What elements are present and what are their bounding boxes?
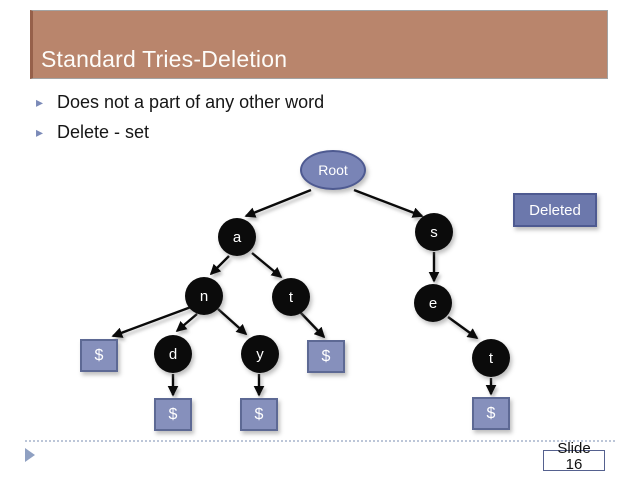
edge-root-a xyxy=(244,188,312,218)
trie-node-e: e xyxy=(414,284,452,322)
edge-a-n xyxy=(209,255,230,276)
deleted-label-box: Deleted xyxy=(513,193,597,227)
bullet-item: ▸ Delete - set xyxy=(36,117,324,147)
bullet-text: Does not a part of any other word xyxy=(57,91,325,112)
edge-n-d xyxy=(175,313,198,333)
bullet-item: ▸ Does not a part of any other word xyxy=(36,87,324,117)
trie-node-a: a xyxy=(218,218,256,256)
slide-title-bar: Standard Tries-Deletion xyxy=(30,10,608,79)
slide-number-value: 16 xyxy=(565,456,583,473)
trie-terminal-node: $ xyxy=(154,398,192,431)
edge-t-dollar xyxy=(299,311,326,339)
trie-terminal-node: $ xyxy=(472,397,510,430)
edge-n-y xyxy=(217,308,248,336)
trie-terminal-node: $ xyxy=(307,340,345,373)
trie-terminal-node: $ xyxy=(240,398,278,431)
trie-node-n: n xyxy=(185,277,223,315)
edge-e-t2 xyxy=(447,316,479,339)
bullet-arrow-icon: ▸ xyxy=(36,94,44,110)
trie-node-t2: t xyxy=(472,339,510,377)
edge-a-t xyxy=(251,252,283,279)
trie-node-t: t xyxy=(272,278,310,316)
trie-node-root: Root xyxy=(300,150,366,190)
trie-node-y: y xyxy=(241,335,279,373)
edge-root-s xyxy=(353,188,424,218)
bullet-arrow-icon: ▸ xyxy=(36,124,44,140)
bullet-text: Delete - set xyxy=(57,121,150,142)
slide-number-label: Slide xyxy=(557,440,591,457)
trie-node-s: s xyxy=(415,213,453,251)
edge-n-dollar xyxy=(111,305,192,338)
slide-title: Standard Tries-Deletion xyxy=(41,46,288,72)
slide-number: Slide 16 xyxy=(540,441,608,473)
footer-arrow-icon xyxy=(25,448,35,462)
slide-number-box xyxy=(543,450,605,471)
trie-terminal-node: $ xyxy=(80,339,118,372)
trie-node-d: d xyxy=(154,335,192,373)
bullet-list: ▸ Does not a part of any other word ▸ De… xyxy=(36,87,324,147)
footer-divider xyxy=(25,440,615,442)
